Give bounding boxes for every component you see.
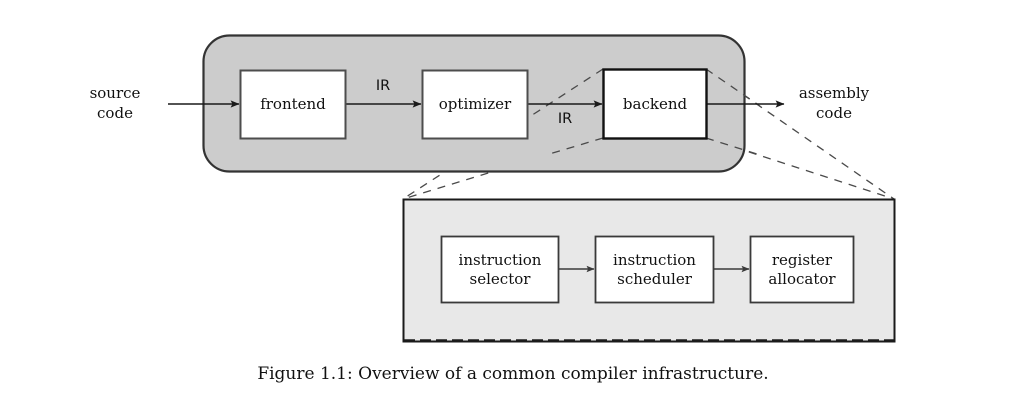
stage-box-optimizer[interactable] [421,69,529,140]
stage-box-register-allocator[interactable] [749,235,855,304]
stage-box-frontend[interactable] [239,69,347,140]
stage-box-instruction-selector[interactable] [440,235,560,304]
stage-box-backend[interactable] [602,68,708,140]
stage-box-instruction-scheduler[interactable] [594,235,715,304]
callout-connector-overlay [499,68,761,156]
figure-caption: Figure 1.1: Overview of a common compile… [257,364,769,384]
